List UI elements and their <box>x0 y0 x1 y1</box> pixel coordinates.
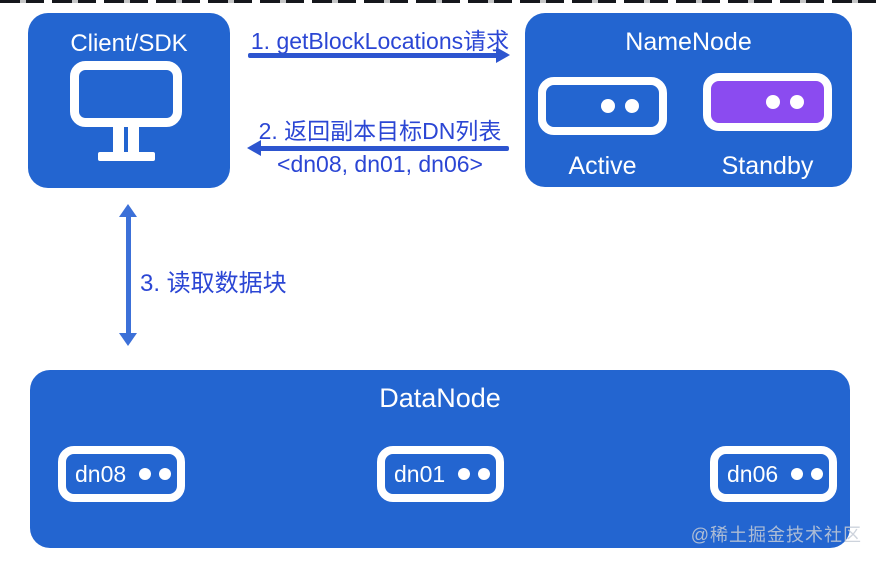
server-led-icon <box>159 468 172 480</box>
datanode-chip-dn06: dn06 <box>710 446 837 502</box>
server-led-icon <box>139 468 152 480</box>
active-server-icon <box>538 77 667 135</box>
standby-server-icon <box>703 73 832 131</box>
step1-arrow-right-icon <box>248 47 510 64</box>
server-led-icon <box>458 468 471 480</box>
arrowhead-up-icon <box>119 204 137 217</box>
top-edge-artifact <box>0 0 877 3</box>
arrowhead-right-icon <box>496 47 510 63</box>
arrow-line <box>125 213 131 337</box>
datanode-chip-label: dn08 <box>75 460 127 487</box>
namenode-title: NameNode <box>625 28 752 56</box>
step2-arrow-left-icon <box>247 140 509 157</box>
server-led-icon <box>790 95 804 109</box>
step3-label: 3. 读取数据块 <box>140 270 287 297</box>
datanode-chip-label: dn01 <box>394 460 446 487</box>
step3-arrow-vertical-icon <box>119 204 137 346</box>
client-sdk-box: Client/SDK <box>28 13 230 188</box>
server-led-icon <box>478 468 491 480</box>
arrow-line <box>258 146 509 151</box>
arrow-line <box>248 53 499 58</box>
datanode-title: DataNode <box>379 383 501 413</box>
datanode-chip-dn01: dn01 <box>377 446 504 502</box>
datanode-chip-dn08: dn08 <box>58 446 185 502</box>
server-led-icon <box>811 468 824 480</box>
standby-label: Standby <box>721 152 814 180</box>
server-led-icon <box>791 468 804 480</box>
step2-label: 2. 返回副本目标DN列表 <box>258 118 502 144</box>
namenode-box: NameNode Active Standby <box>525 13 852 187</box>
step2-dn-list: <dn08, dn01, dn06> <box>277 151 483 177</box>
watermark: @稀土掘金技术社区 <box>690 525 862 545</box>
monitor-icon <box>70 61 182 161</box>
arrowhead-left-icon <box>247 140 261 156</box>
server-led-icon <box>625 99 639 113</box>
server-led-icon <box>766 95 780 109</box>
datanode-chip-label: dn06 <box>727 460 779 487</box>
arrowhead-down-icon <box>119 333 137 346</box>
step1-label: 1. getBlockLocations请求 <box>250 28 510 54</box>
client-sdk-title: Client/SDK <box>70 30 188 57</box>
server-led-icon <box>601 99 615 113</box>
datanode-box: DataNode dn08 dn01 dn06 <box>30 370 850 548</box>
active-label: Active <box>568 152 637 180</box>
